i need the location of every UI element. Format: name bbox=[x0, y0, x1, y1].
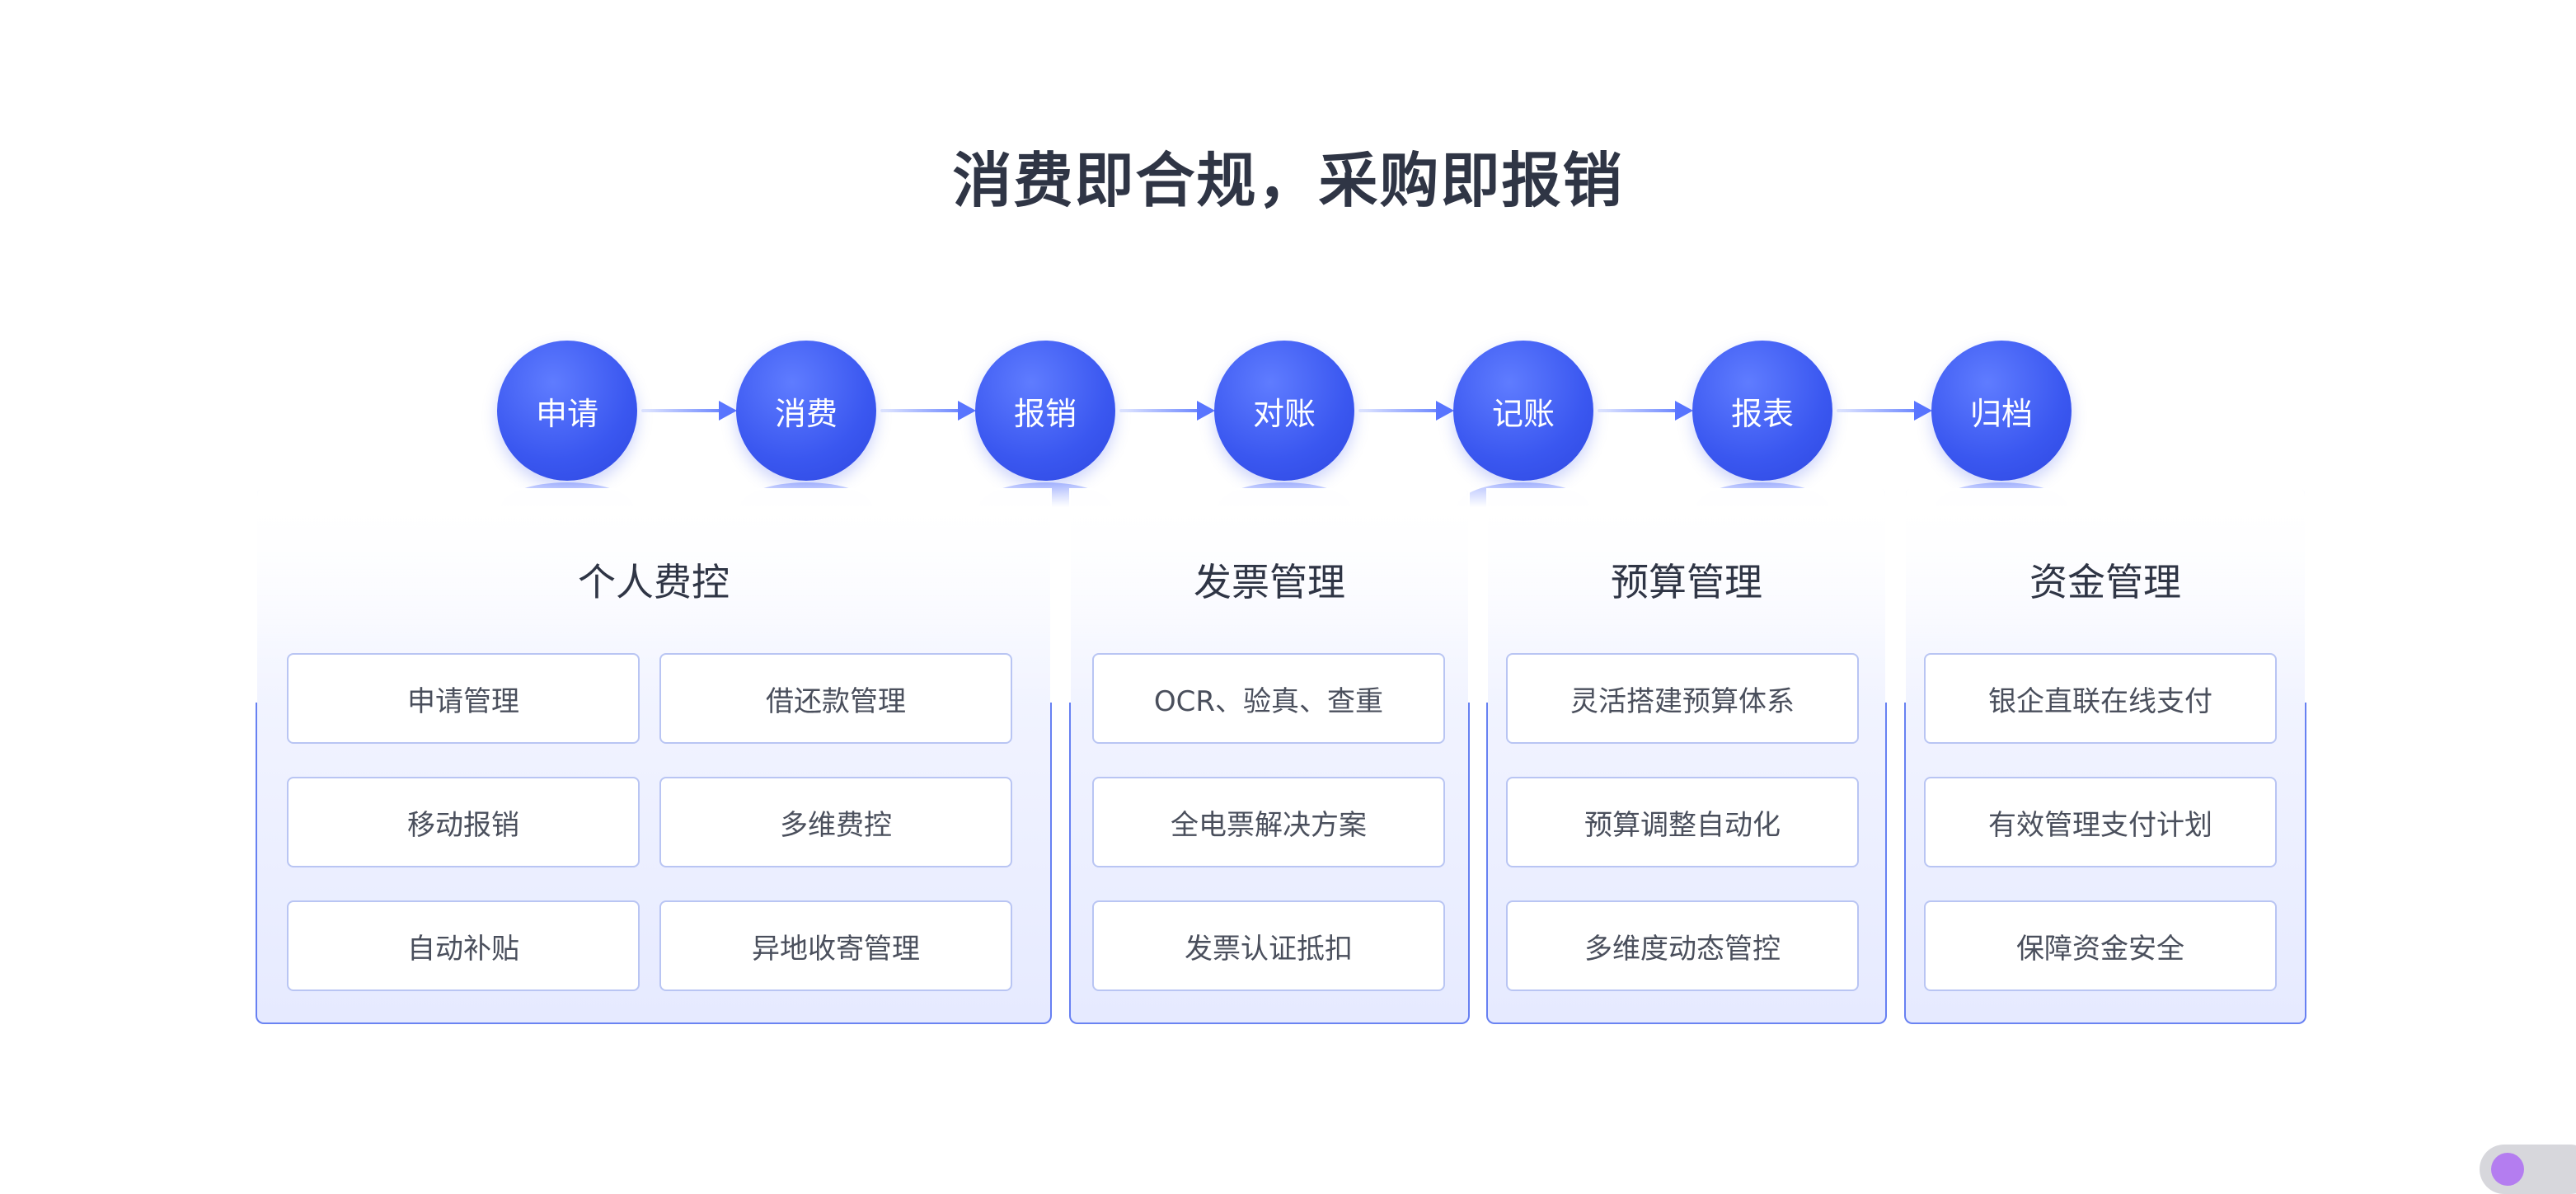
feature-card[interactable]: 多维费控 bbox=[659, 777, 1012, 867]
step-circle: 报销 bbox=[975, 341, 1115, 481]
step-circle: 归档 bbox=[1931, 341, 2072, 481]
step-reconcile: 对账 bbox=[1214, 341, 1354, 507]
arrow-right-icon bbox=[1119, 401, 1215, 421]
arrow-right-icon bbox=[1358, 401, 1454, 421]
step-report: 报表 bbox=[1692, 341, 1832, 507]
feature-card[interactable]: 预算调整自动化 bbox=[1506, 777, 1859, 867]
feature-card[interactable]: 多维度动态管控 bbox=[1506, 900, 1859, 991]
panel-title: 个人费控 bbox=[578, 560, 730, 604]
arrow-right-icon bbox=[880, 401, 976, 421]
step-bookkeeping: 记账 bbox=[1453, 341, 1593, 507]
feature-card[interactable]: 银企直联在线支付 bbox=[1924, 653, 2277, 744]
step-circle: 消费 bbox=[736, 341, 876, 481]
feature-card[interactable]: 保障资金安全 bbox=[1924, 900, 2277, 991]
panel-title: 发票管理 bbox=[1194, 560, 1345, 604]
step-circle: 申请 bbox=[497, 341, 637, 481]
panel-fund-management: 资金管理 银企直联在线支付 有效管理支付计划 保障资金安全 bbox=[1904, 488, 2306, 1024]
panel-invoice-management: 发票管理 OCR、验真、查重 全电票解决方案 发票认证抵扣 bbox=[1069, 488, 1470, 1024]
panel-budget-management: 预算管理 灵活搭建预算体系 预算调整自动化 多维度动态管控 bbox=[1486, 488, 1887, 1024]
feature-card[interactable]: 自动补贴 bbox=[287, 900, 640, 991]
feature-card[interactable]: 借还款管理 bbox=[659, 653, 1012, 744]
page-title: 消费即合规，采购即报销 bbox=[952, 146, 1624, 215]
feature-card[interactable]: 异地收寄管理 bbox=[659, 900, 1012, 991]
step-apply: 申请 bbox=[497, 341, 637, 507]
app-icon bbox=[2491, 1153, 2524, 1186]
arrow-right-icon bbox=[1598, 401, 1693, 421]
step-circle: 报表 bbox=[1692, 341, 1832, 481]
step-consume: 消费 bbox=[736, 341, 876, 507]
arrow-right-icon bbox=[1837, 401, 1932, 421]
step-circle: 记账 bbox=[1453, 341, 1593, 481]
step-reimburse: 报销 bbox=[975, 341, 1115, 507]
panel-personal-expense: 个人费控 申请管理 借还款管理 移动报销 多维费控 自动补贴 异地收寄管理 bbox=[256, 488, 1052, 1024]
step-archive: 归档 bbox=[1931, 341, 2072, 507]
step-circle: 对账 bbox=[1214, 341, 1354, 481]
arrow-right-icon bbox=[641, 401, 737, 421]
panel-title: 资金管理 bbox=[2029, 560, 2181, 604]
feature-card[interactable]: 发票认证抵扣 bbox=[1092, 900, 1445, 991]
feature-card[interactable]: 申请管理 bbox=[287, 653, 640, 744]
feature-card[interactable]: 灵活搭建预算体系 bbox=[1506, 653, 1859, 744]
feature-card[interactable]: 有效管理支付计划 bbox=[1924, 777, 2277, 867]
panel-title: 预算管理 bbox=[1611, 560, 1762, 604]
process-flow: 申请 消费 报销 对账 记账 报表 归档 bbox=[0, 0, 2576, 528]
feature-card[interactable]: 移动报销 bbox=[287, 777, 640, 867]
feature-card[interactable]: OCR、验真、查重 bbox=[1092, 653, 1445, 744]
feature-card[interactable]: 全电票解决方案 bbox=[1092, 777, 1445, 867]
